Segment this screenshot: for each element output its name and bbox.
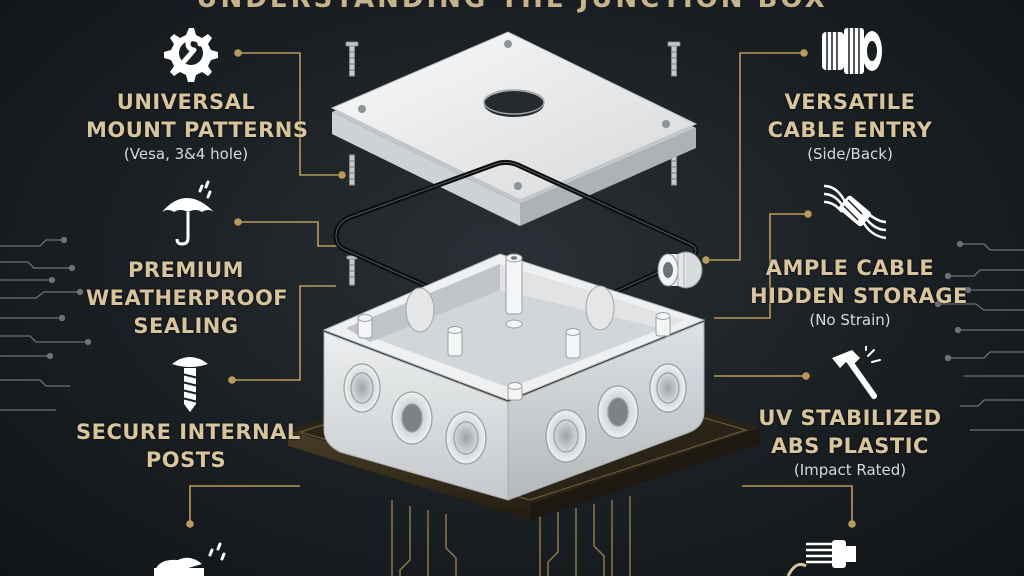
- feature-uv-line2: ABS PLASTIC: [771, 434, 929, 458]
- feature-storage-line1: AMPLE CABLE: [765, 256, 935, 280]
- front-knockouts: [343, 363, 687, 465]
- feature-posts: SECURE INTERNAL POSTS: [76, 418, 301, 474]
- hammer-icon: [832, 346, 881, 399]
- feature-mount-line2: MOUNT PATTERNS: [86, 118, 309, 142]
- feature-posts-line2: POSTS: [145, 448, 227, 472]
- feature-mount: UNIVERSAL MOUNT PATTERNS (Vesa, 3&4 hole…: [86, 88, 309, 164]
- feature-storage-sub: (No Strain): [809, 311, 891, 329]
- feature-weather-line1: PREMIUM: [127, 258, 245, 282]
- circuit-traces-right: [934, 240, 1024, 431]
- cable-plug-icon: [786, 540, 856, 576]
- page-title: UNDERSTANDING THE JUNCTION BOX: [0, 0, 1024, 14]
- feature-mount-sub: (Vesa, 3&4 hole): [123, 145, 249, 163]
- cable-gland-icon: [822, 28, 882, 74]
- feature-entry-sub: (Side/Back): [807, 145, 893, 163]
- feature-weather-line3: SEALING: [133, 314, 239, 338]
- gear-wrench-icon: [164, 28, 218, 82]
- sun-rain-icon: [154, 542, 226, 576]
- feature-posts-line1: SECURE INTERNAL: [76, 420, 301, 444]
- feature-storage: AMPLE CABLE HIDDEN STORAGE (No Strain): [750, 254, 968, 330]
- feature-weather-line2: WEATHERPROOF: [86, 286, 289, 310]
- screw-icon: [172, 357, 208, 412]
- lid: [330, 31, 698, 226]
- umbrella-rain-icon: [162, 180, 214, 246]
- feature-uv: UV STABILIZED ABS PLASTIC (Impact Rated): [750, 404, 950, 480]
- lid-screws: [345, 41, 681, 286]
- feature-mount-line1: UNIVERSAL: [116, 90, 256, 114]
- feature-entry-line2: CABLE ENTRY: [767, 118, 933, 142]
- feature-storage-line2: HIDDEN STORAGE: [750, 284, 968, 308]
- circuit-traces-bottom: [391, 496, 631, 576]
- box-body: [322, 253, 706, 501]
- internal-posts: [357, 253, 671, 401]
- feature-entry: VERSATILE CABLE ENTRY (Side/Back): [750, 88, 950, 164]
- feature-entry-line1: VERSATILE: [784, 90, 916, 114]
- circuit-traces-left: [0, 236, 92, 411]
- feature-weather: PREMIUM WEATHERPROOF SEALING: [86, 256, 289, 340]
- side-cable-gland: [657, 251, 703, 289]
- leader-lines: [186, 49, 856, 528]
- feature-uv-line1: UV STABILIZED: [758, 406, 942, 430]
- feature-uv-sub: (Impact Rated): [793, 461, 907, 479]
- cable-bundle-icon: [823, 184, 887, 240]
